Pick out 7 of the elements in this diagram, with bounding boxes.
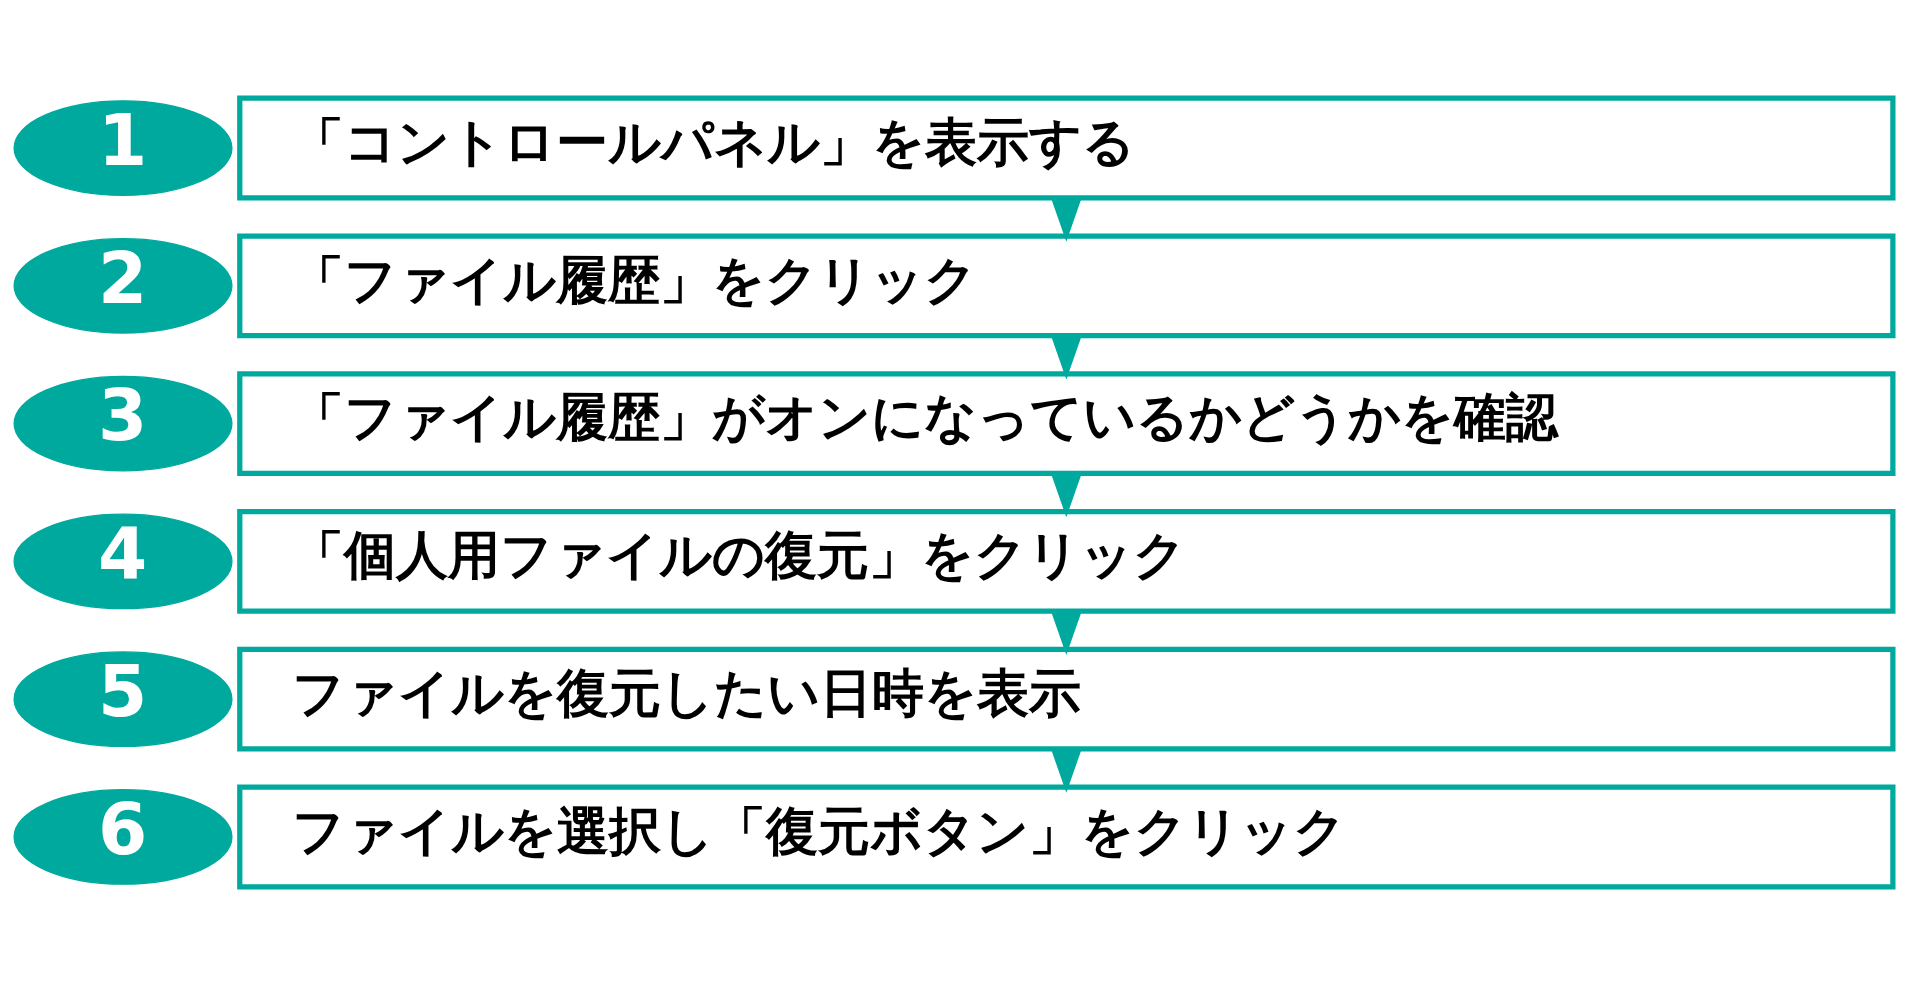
- node-ellipse: 2: [13, 237, 233, 334]
- node-ellipse: 4: [13, 513, 233, 609]
- node-ellipse: 3: [13, 375, 233, 471]
- node-ellipse: 6: [13, 788, 233, 885]
- node-box: ファイルを選択し「復元ボタン」をクリック: [237, 783, 1896, 889]
- node-ellipse: 5: [13, 650, 233, 747]
- node-ellipse: 1: [13, 99, 233, 196]
